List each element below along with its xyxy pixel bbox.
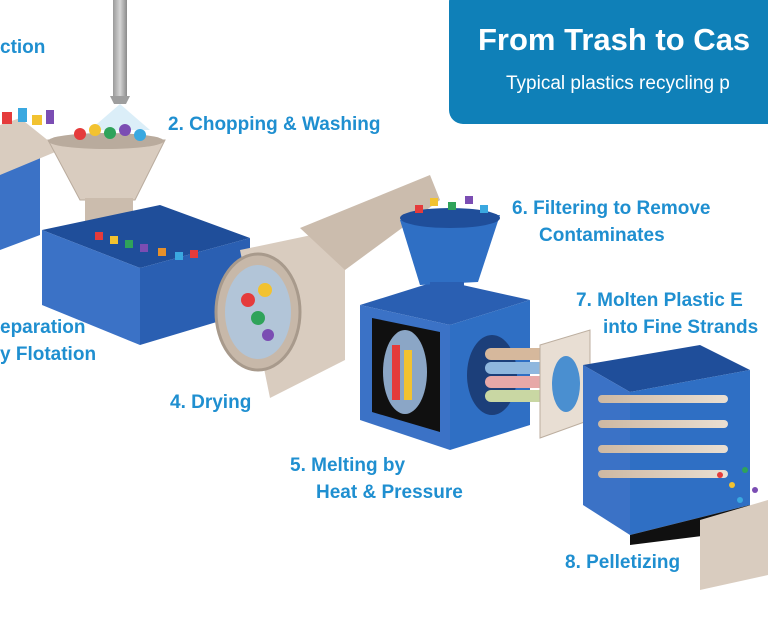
step-8-label: 8. Pelletizing — [565, 552, 681, 573]
filter-funnel — [400, 196, 500, 300]
dryer-drum — [214, 175, 440, 398]
step-3-label: eparation y Flotation — [0, 317, 97, 365]
step-7-label: 7. Molten Plastic E into Fine Strands — [576, 290, 759, 338]
step-2-label: 2. Chopping & Washing — [168, 114, 381, 135]
title-banner — [449, 0, 768, 124]
step-6-label: 6. Filtering to Remove Contaminates — [512, 198, 711, 246]
water-pipe — [90, 0, 150, 130]
pelletizer — [700, 467, 768, 590]
washing-tank — [42, 205, 250, 345]
diagram-subtitle: Typical plastics recycling p — [506, 73, 730, 94]
step-1-label: ction — [0, 37, 46, 58]
step-4-label: 4. Drying — [170, 392, 252, 413]
extruder-box — [360, 280, 530, 450]
collection-bin — [0, 108, 60, 250]
molten-strands — [485, 329, 591, 439]
diagram-title: From Trash to Cas — [478, 22, 751, 57]
step-5-label: 5. Melting by Heat & Pressure — [290, 455, 463, 503]
